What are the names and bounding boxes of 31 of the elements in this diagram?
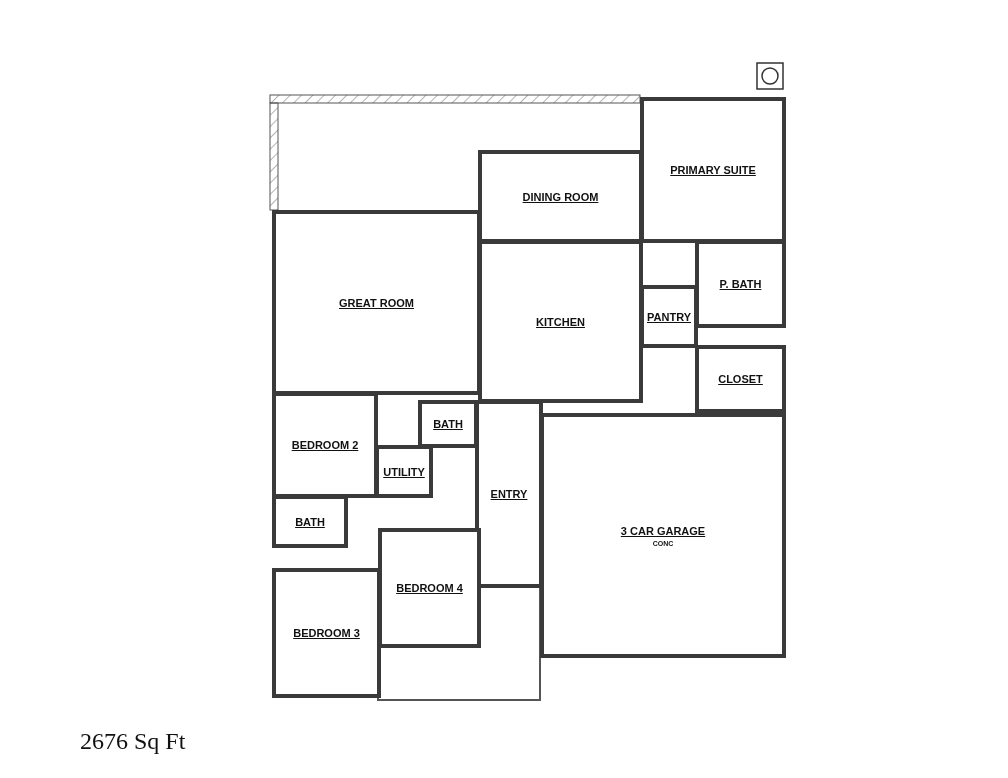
room-outline: [378, 528, 481, 648]
room-outline: [418, 400, 478, 448]
room-outline: [695, 345, 786, 413]
room-outline: [695, 240, 786, 328]
room-label: PRIMARY SUITE: [670, 164, 756, 176]
room-label: BEDROOM 4: [396, 582, 463, 594]
room-label: DINING ROOM: [522, 190, 599, 203]
room-outline: [478, 150, 643, 243]
room-label: PANTRY: [647, 310, 691, 323]
room-label: CLOSET: [718, 373, 763, 385]
room-label: UTILITY: [383, 465, 425, 478]
room-outline: [475, 400, 543, 588]
room-label: BEDROOM 2: [291, 439, 359, 451]
room-label: ENTRY: [490, 488, 528, 500]
room-label: BEDROOM 3: [293, 627, 360, 639]
room-label: GREAT ROOM: [339, 296, 414, 309]
room-label: KITCHEN: [536, 315, 585, 328]
room-outline: [272, 495, 348, 548]
room-label: BATH: [295, 515, 325, 528]
room-outline: [640, 97, 786, 243]
room-outline: [640, 285, 698, 348]
room-outline: [478, 240, 643, 403]
room-label: 3 CAR GARAGE: [620, 524, 706, 537]
room-label: P. BATH: [719, 278, 762, 290]
room-outline: [375, 445, 433, 498]
room-outline: [272, 392, 378, 498]
room-outline: [540, 413, 786, 658]
room-outline: [272, 210, 481, 395]
room-label: BATH: [433, 418, 463, 430]
room-outline: [272, 568, 381, 698]
square-footage-caption: 2676 Sq Ft: [80, 728, 186, 755]
